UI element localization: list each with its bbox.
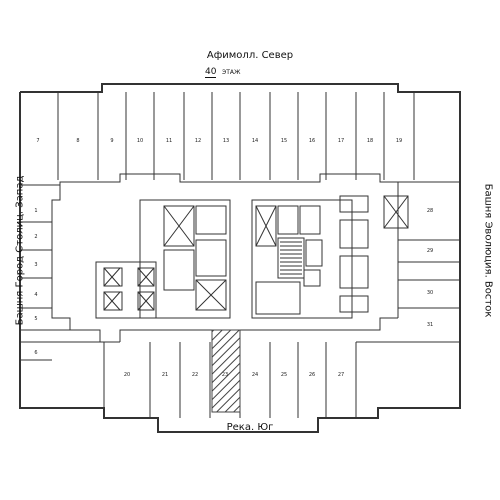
- shaft-cross: [255, 205, 277, 247]
- room-label-top: 18: [367, 138, 373, 144]
- shaft-cross: [163, 205, 195, 247]
- core-left-shaft-a: [163, 205, 195, 247]
- west-label: Башня Город Столиц. Запад: [14, 175, 26, 326]
- core-right-room: [305, 239, 323, 267]
- elevator-left-2: [103, 291, 123, 311]
- south-label: Река. Юг: [226, 422, 274, 433]
- room-label-bottom: 20: [124, 372, 130, 378]
- room-label-left: 3: [34, 262, 37, 268]
- service-room-d: [339, 295, 369, 313]
- stair-right: [277, 237, 305, 279]
- elevator-left-1: [103, 267, 123, 287]
- core-left-shaft-b: [195, 205, 227, 235]
- room-label-right: 29: [427, 248, 433, 254]
- room-label-top: 9: [110, 138, 113, 144]
- north-label: Афимолл. Север: [206, 50, 294, 61]
- core-left: [139, 199, 231, 319]
- hatched-shaft: [211, 329, 241, 413]
- room-label-left: 1: [34, 208, 37, 214]
- room-label-top: 15: [281, 138, 287, 144]
- elevator-left-3: [137, 267, 155, 287]
- corridor-west: [51, 190, 120, 343]
- room-label-top: 8: [76, 138, 79, 144]
- room-label-left: 2: [34, 234, 37, 240]
- room-label-bottom: 22: [192, 372, 198, 378]
- elevator-lobby-left: [95, 261, 157, 319]
- core-right-shaft-e: [303, 269, 321, 287]
- elevator-cross: [383, 195, 409, 229]
- room-label-left: 6: [34, 350, 37, 356]
- room-label-right: 31: [427, 322, 433, 328]
- elevator-cross: [137, 267, 155, 287]
- core-right-shaft-a: [255, 205, 277, 247]
- room-label-top: 13: [223, 138, 229, 144]
- core-right: [251, 199, 353, 319]
- room-label-bottom: 21: [162, 372, 168, 378]
- service-room-a: [339, 195, 369, 213]
- room-label-top: 11: [166, 138, 172, 144]
- elevator-cross: [103, 291, 121, 311]
- room-label-bottom: 25: [281, 372, 287, 378]
- core-left-shaft-e: [195, 279, 227, 311]
- room-label-top: 17: [338, 138, 344, 144]
- room-label-top: 14: [252, 138, 258, 144]
- room-label-right: 28: [427, 208, 433, 214]
- room-label-bottom: 27: [338, 372, 344, 378]
- core-right-shaft-b: [277, 205, 299, 235]
- room-label-top: 16: [309, 138, 315, 144]
- elevator-right: [383, 195, 409, 229]
- elevator-cross: [137, 291, 155, 311]
- room-label-bottom: 23: [222, 372, 228, 378]
- room-label-right: 30: [427, 290, 433, 296]
- floor-number: 40: [205, 67, 217, 78]
- room-label-top: 12: [195, 138, 201, 144]
- room-label-top: 7: [36, 138, 39, 144]
- elevator-cross: [103, 267, 121, 287]
- shaft-cross: [195, 279, 227, 311]
- room-label-left: 5: [34, 316, 37, 322]
- room-label-top: 10: [137, 138, 143, 144]
- core-right-shaft-c: [299, 205, 321, 235]
- service-room-c: [339, 255, 369, 289]
- corridor-south: [119, 317, 398, 342]
- core-left-shaft-c: [163, 249, 195, 291]
- floor-word: ЭТАЖ: [222, 69, 241, 76]
- room-label-bottom: 24: [252, 372, 258, 378]
- service-room-b: [339, 219, 369, 249]
- core-right-shaft-d: [255, 281, 301, 315]
- room-label-bottom: 26: [309, 372, 315, 378]
- room-label-left: 4: [34, 292, 37, 298]
- room-label-top: 19: [396, 138, 402, 144]
- east-label: Башня Эволюция. Восток: [482, 183, 494, 318]
- corridor-north: [59, 173, 399, 192]
- elevator-left-4: [137, 291, 155, 311]
- core-left-shaft-d: [195, 239, 227, 277]
